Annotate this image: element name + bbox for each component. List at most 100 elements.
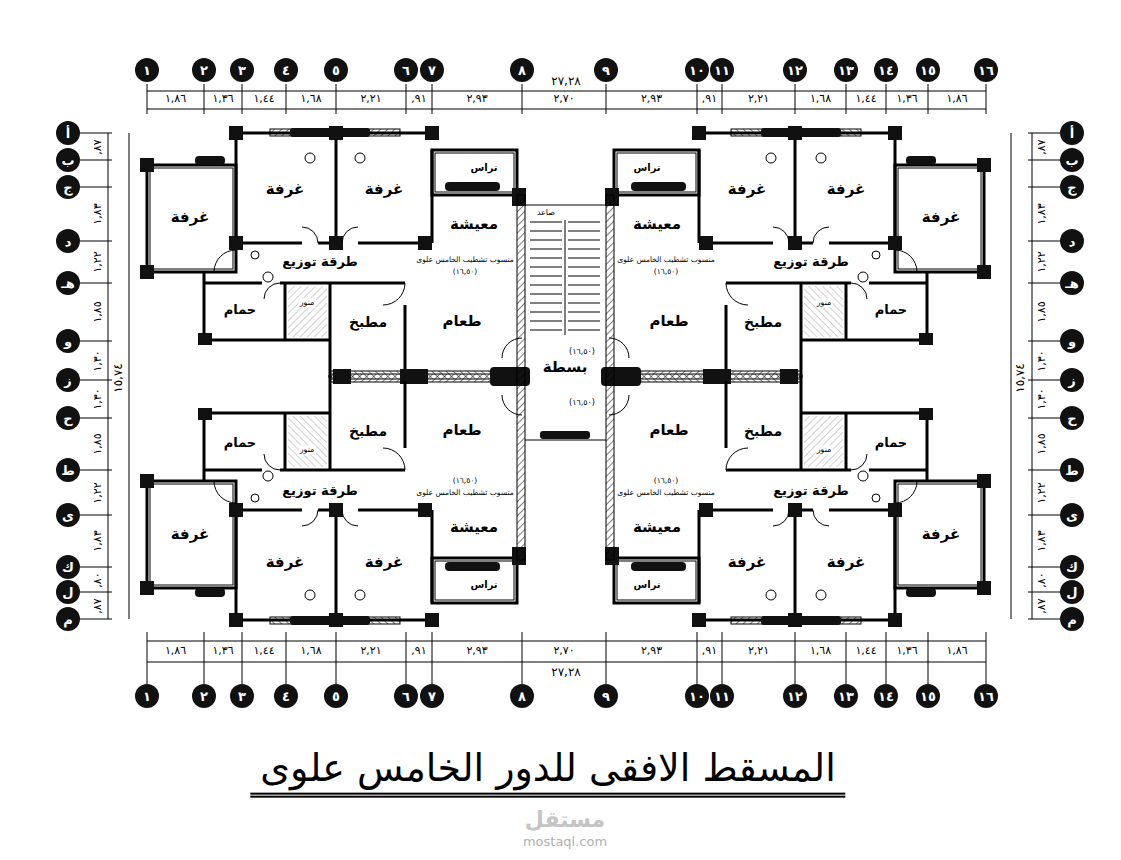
dimension-label: ١,٦٨ [809,645,832,658]
room-name: مطبخ [348,314,388,330]
dimension-label: ٢,٩٣ [465,645,488,658]
grid-bubble: ط [1060,458,1084,482]
grid-number: ١٠ [689,690,705,703]
grid-bubble: ب [1060,148,1084,172]
room-name: غرفة [265,554,306,571]
room-name: معيشة [449,519,499,536]
grid-number: ١٤ [878,690,894,703]
grid-bubble: ١٤ [874,58,898,82]
grid-number: ١٤ [878,64,894,77]
dimension-label: ١,٤٤ [854,93,877,106]
grid-bubble: ٤ [274,684,298,708]
dimension-label: ,٨٠ [1036,571,1049,588]
dimension-label: ١,٤٤ [854,645,877,658]
dimension-label: ٢,٩٣ [640,93,663,106]
grid-number: أ [1070,127,1074,140]
grid-bubble: ٤ [274,58,298,82]
room-name: منور [299,298,316,307]
room-name: طرقة توزيع [281,255,359,270]
dimension-label: ١,٨٥ [92,432,105,455]
grid-number: ط [1065,464,1079,477]
grid-bubble: ز [1060,368,1084,392]
room-name: طعام [441,422,482,439]
room-name: غرفة [170,526,211,543]
grid-bubble: ب [56,148,80,172]
room-name: غرفة [265,181,306,198]
dimension-label: ١,٨٦ [164,645,187,658]
dimension-label: ١,٨٥ [1036,432,1049,455]
room-name: غرفة [826,554,867,571]
grid-number: ١٣ [838,690,854,703]
dimension-label: ١,٨٥ [1036,300,1049,323]
grid-bubble: ٦ [394,684,418,708]
grid-bubble: ١٢ [783,684,807,708]
grid-bubble: ١٤ [874,684,898,708]
grid-number: ز [1068,374,1075,387]
room-name: تراس [469,579,498,591]
room-name: غرفة [921,209,962,226]
grid-number: د [1069,235,1076,248]
room-name: طرقة توزيع [772,484,850,499]
grid-number: ى [62,509,74,522]
grid-number: ح [63,412,72,425]
dimension-label: ١,٦٨ [299,93,322,106]
grid-number: هـ [61,277,74,290]
dimension-label: ١,٨٣ [92,529,105,552]
room-name: غرفة [170,209,211,226]
room-name: طرقة توزيع [281,484,359,499]
grid-bubble: م [56,607,80,631]
dimension-label: ١,٨٦ [164,93,187,106]
room-name: غرفة [364,554,405,571]
grid-number: ١٦ [978,690,994,703]
room-name: طرقة توزيع [772,255,850,270]
grid-bubble: ك [56,555,80,579]
grid-bubble: ١٦ [974,58,998,82]
grid-bubble: ٧ [420,684,444,708]
grid-bubble: و [1060,329,1084,353]
grid-number: ١٠ [689,64,705,77]
dimension-label: ١,٦٨ [809,93,832,106]
grid-bubble: ١١ [710,684,734,708]
grid-number: ٣ [238,64,246,77]
grid-number: و [1068,335,1076,348]
stair-note: صاعد [536,208,556,217]
grid-number: ك [62,561,74,574]
dimension-label: ١,٢٢ [92,250,105,273]
dimension-label: ٢,٧٠ [552,93,575,106]
dimension-label: ٢,٩٣ [640,645,663,658]
grid-number: ٦ [402,64,410,77]
dimension-label: ٢,٢١ [359,93,382,106]
grid-bubble: ١٥ [916,684,940,708]
grid-number: ١٢ [787,64,803,77]
dimension-label: ١,٨٣ [1036,202,1049,225]
room-name: تراس [632,579,661,591]
dimension-label: ١,٨٣ [92,202,105,225]
dimension-label: ,٨٧ [1036,597,1049,614]
dimension-label: ١,٨٦ [945,93,968,106]
grid-bubble: ١٠ [685,58,709,82]
grid-bubble: م [1060,607,1084,631]
dimension-label: ٢,٧٠ [552,645,575,658]
grid-bubble: ى [1060,503,1084,527]
grid-bubble: هـ [56,271,80,295]
grid-bubble: ٦ [394,58,418,82]
grid-number: ٧ [428,64,436,77]
grid-bubble: ٥ [324,58,348,82]
level-note: (١٦,٥٠) [452,268,478,277]
grid-bubble: ط [56,458,80,482]
dimension-label: ١,٨٣ [1036,529,1049,552]
grid-bubble: ١٠ [685,684,709,708]
dimension-label: ,٩١ [701,93,718,106]
grid-number: ٩ [602,64,610,77]
room-name: طعام [648,313,689,330]
grid-bubble: ١٣ [834,58,858,82]
grid-number: م [63,613,73,626]
grid-bubble: ل [1060,580,1084,604]
grid-number: ١ [143,690,151,703]
grid-bubble: ز [56,368,80,392]
dimension-label: ١,٣٠ [92,349,105,372]
grid-number: ب [1065,154,1078,167]
grid-bubble: ٨ [510,684,534,708]
